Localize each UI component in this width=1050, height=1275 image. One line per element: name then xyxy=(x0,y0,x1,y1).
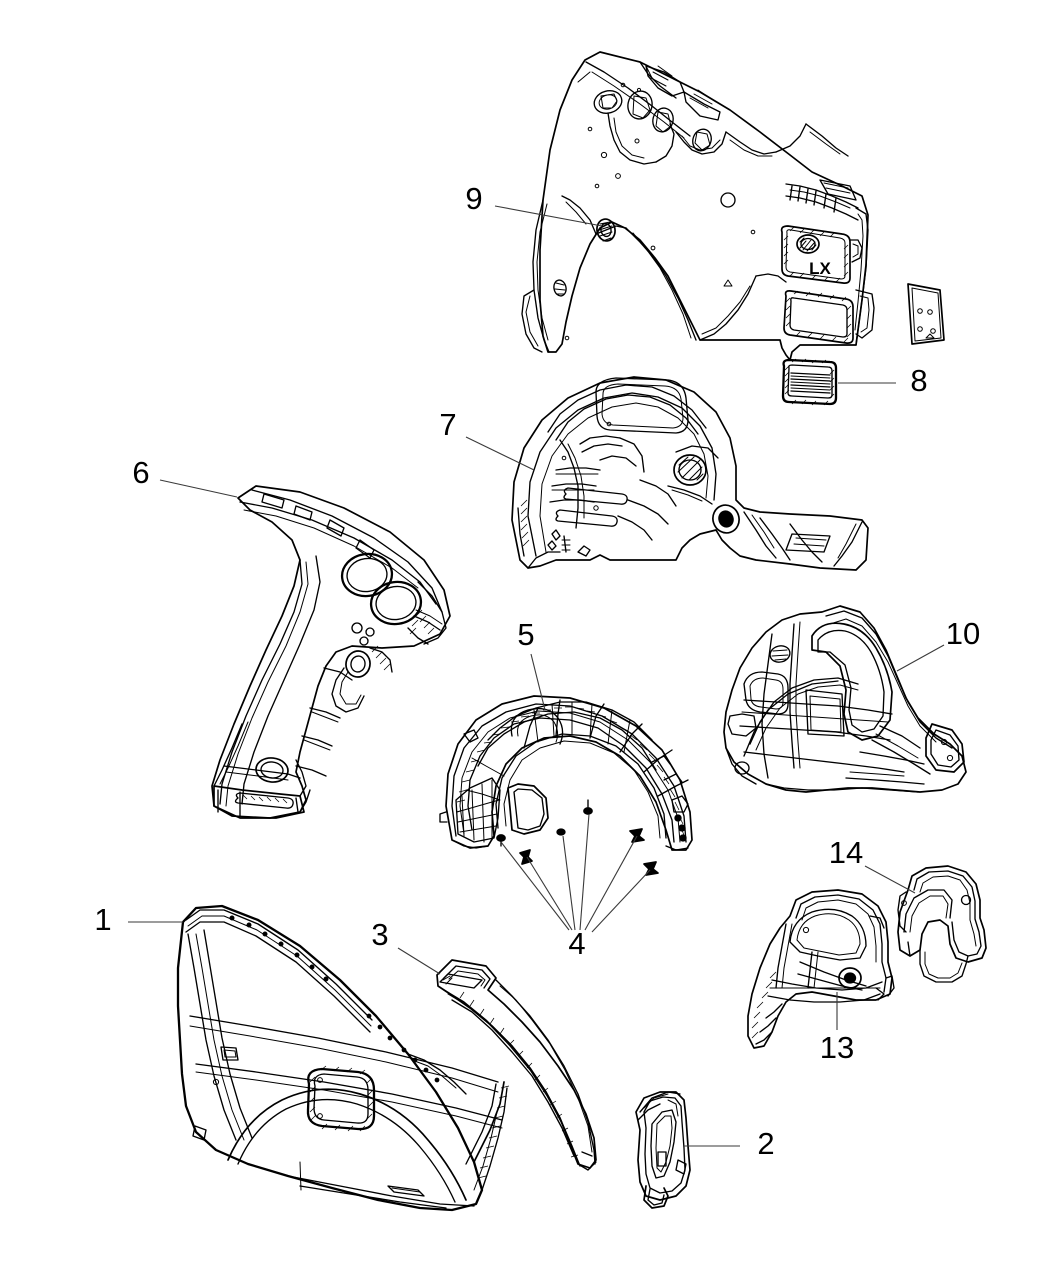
leader-9 xyxy=(494,205,603,227)
part-10-wheelhouse-inner-reinforcement[interactable] xyxy=(723,605,967,793)
leader-lines xyxy=(128,205,945,1147)
fastener-clip-f xyxy=(643,861,659,876)
callout-number-9[interactable]: 9 xyxy=(465,181,482,216)
leader-4c xyxy=(562,835,576,931)
callout-number-8[interactable]: 8 xyxy=(910,363,927,398)
leader-7 xyxy=(465,436,535,471)
fastener-pin-a xyxy=(496,834,506,847)
callout-number-5[interactable]: 5 xyxy=(517,617,534,652)
callout-number-2[interactable]: 2 xyxy=(757,1126,774,1161)
part-3-sail-panel-reinforcement[interactable] xyxy=(436,959,597,1171)
leader-4f xyxy=(591,869,651,933)
callout-number-7[interactable]: 7 xyxy=(439,407,456,442)
leader-10 xyxy=(896,644,945,672)
leader-6 xyxy=(159,479,238,498)
callout-number-1[interactable]: 1 xyxy=(94,902,111,937)
fastener-pin-c xyxy=(556,828,566,836)
callout-number-6[interactable]: 6 xyxy=(132,455,149,490)
callout-numbers: 1 2 3 4 5 6 7 8 9 10 13 14 xyxy=(94,181,980,1161)
leader-14 xyxy=(864,865,916,894)
callout-number-14[interactable]: 14 xyxy=(829,835,863,870)
part-1-quarter-panel-outer[interactable] xyxy=(176,904,510,1212)
leader-4a xyxy=(500,841,570,931)
leader-4b xyxy=(526,856,573,931)
leader-4d xyxy=(579,813,590,931)
callout-number-13[interactable]: 13 xyxy=(820,1030,854,1065)
part-6-body-side-aperture-panel[interactable] xyxy=(211,485,451,819)
part-2-lower-quarter-extension-bracket[interactable] xyxy=(635,1091,691,1209)
leader-4e xyxy=(584,835,638,931)
fastener-pin-d xyxy=(583,799,593,815)
lx-badge-text: LX xyxy=(809,259,831,278)
part-14-wheelhouse-closeout-panel[interactable] xyxy=(897,865,987,983)
quarter-inner-access-plate[interactable] xyxy=(907,283,945,345)
callout-number-10[interactable]: 10 xyxy=(946,616,980,651)
part-5-rear-wheelhouse-liner[interactable] xyxy=(439,695,693,851)
leader-3 xyxy=(397,947,441,975)
fastener-clip-e xyxy=(629,828,645,843)
callout-number-4[interactable]: 4 xyxy=(568,926,585,961)
callout-number-3[interactable]: 3 xyxy=(371,917,388,952)
part-8-pressure-relief-vent[interactable] xyxy=(781,358,838,406)
part-13-wheelhouse-inner-brace-lower[interactable] xyxy=(747,889,895,1049)
part-9-quarter-inner-panel[interactable]: LX xyxy=(521,51,875,361)
part-7-inner-wheelhouse-panel[interactable] xyxy=(511,376,869,571)
leader-5 xyxy=(530,653,546,711)
